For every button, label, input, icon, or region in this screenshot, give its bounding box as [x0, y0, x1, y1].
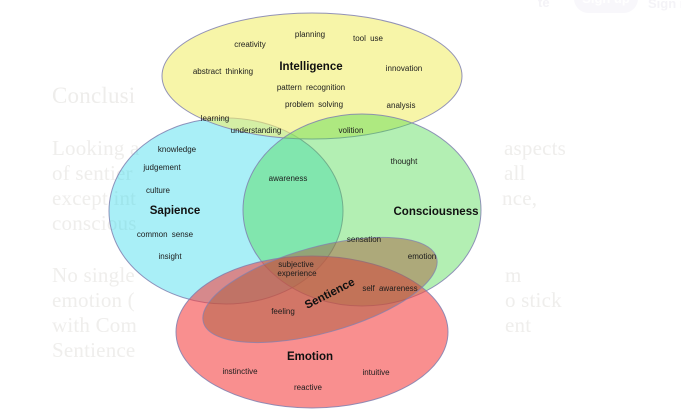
venn-term-common-sense: common sense: [137, 230, 194, 239]
venn-term-self-awareness: self awareness: [362, 284, 417, 293]
venn-title-sapience: Sapience: [150, 205, 201, 217]
venn-term-feeling: feeling: [271, 307, 295, 316]
venn-title-intelligence: Intelligence: [279, 61, 342, 73]
article-text-fragment: aspects: [504, 136, 567, 160]
venn-term-insight: insight: [158, 252, 182, 261]
venn-term-sensation: sensation: [347, 235, 381, 244]
venn-term-awareness: awareness: [269, 174, 308, 183]
venn-term-knowledge: knowledge: [158, 145, 197, 154]
venn-term-understanding: understanding: [231, 126, 282, 135]
article-text-fragment: Looking a: [52, 136, 140, 160]
venn-term-problem-solving: problem solving: [285, 100, 343, 109]
sign-up-button[interactable]: Sign up: [574, 0, 638, 13]
article-text-fragment: ent: [505, 313, 532, 337]
venn-term-volition: volition: [339, 126, 364, 135]
venn-term-instinctive: instinctive: [222, 367, 258, 376]
venn-term-intuitive: intuitive: [362, 368, 390, 377]
venn-term-analysis: analysis: [387, 101, 416, 110]
article-text-fragment: nce,: [502, 186, 538, 210]
venn-term-creativity: creativity: [234, 40, 266, 49]
article-text-fragment: Sentience: [52, 338, 136, 362]
article-text-fragment: o stick: [505, 288, 562, 312]
venn-term-innovation: innovation: [386, 64, 422, 73]
venn-title-emotion: Emotion: [287, 351, 333, 363]
nav-link-fragment[interactable]: te: [538, 0, 550, 10]
venn-term-emotion: emotion: [408, 252, 436, 261]
article-text-fragment: with Com: [52, 313, 138, 337]
article-text-fragment: No single: [52, 263, 135, 287]
sign-in-link[interactable]: Sign in: [648, 0, 681, 11]
article-heading-fragment: Conclusi: [52, 83, 136, 108]
venn-term-learning: learning: [201, 114, 229, 123]
article-text-fragment: conscious: [52, 211, 137, 235]
venn-term-reactive: reactive: [294, 383, 323, 392]
venn-term-thought: thought: [391, 157, 418, 166]
venn-term-abstract-thinking: abstract thinking: [193, 67, 253, 76]
article-text-fragment: all: [504, 161, 526, 185]
article-text-fragment: except int: [52, 186, 137, 210]
venn-term-tool-use: tool use: [353, 34, 384, 43]
venn-title-consciousness: Consciousness: [394, 206, 479, 218]
venn-ellipse-sentience: [202, 236, 438, 344]
venn-term-culture: culture: [146, 186, 171, 195]
article-text-fragment: m: [505, 263, 522, 287]
sign-up-label: Sign up: [582, 0, 630, 6]
venn-term-subjective-experience-line1: subjective: [278, 260, 314, 269]
venn-term-subjective-experience-line2: experience: [277, 269, 317, 278]
venn-term-pattern-recognition: pattern recognition: [277, 83, 345, 92]
venn-term-planning: planning: [295, 30, 325, 39]
venn-ellipse-intelligence: [161, 12, 463, 140]
venn-term-judgement: judgement: [142, 163, 181, 172]
venn-ellipse-emotion: [175, 255, 449, 409]
article-text-fragment: emotion (: [52, 288, 135, 312]
